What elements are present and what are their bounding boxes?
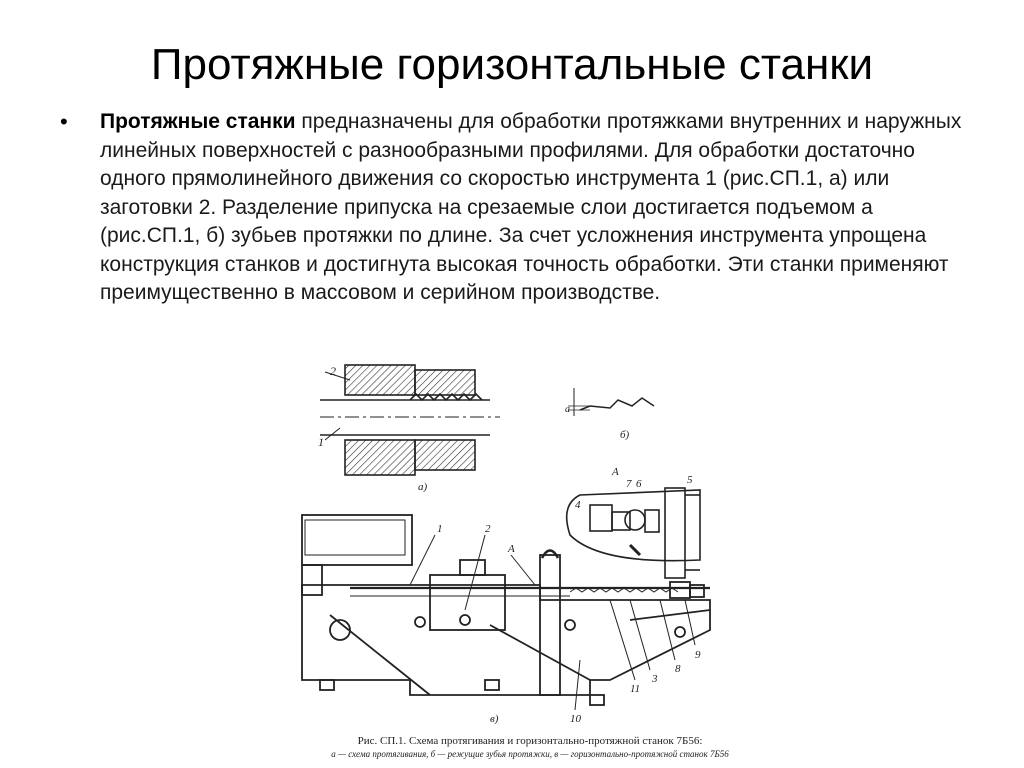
sublabel-b: б) — [620, 429, 630, 441]
callout-7: 7 — [626, 478, 632, 490]
callout-4: 4 — [575, 499, 581, 511]
technical-figure: 2 1 а) a б) А 7 6 5 4 — [290, 360, 750, 760]
callout-A-detail: А — [611, 466, 619, 478]
callout-9: 9 — [695, 649, 701, 661]
bullet-bold-lead: Протяжные станки — [100, 110, 296, 133]
callout-3: 3 — [651, 673, 658, 685]
callout-10: 10 — [570, 713, 582, 725]
broaching-machine-drawing: 2 1 а) a б) А 7 6 5 4 — [301, 364, 729, 759]
figure-caption-line1: Рис. СП.1. Схема протягивания и горизонт… — [358, 735, 703, 747]
bullet-paragraph: Протяжные станки предназначены для обраб… — [100, 108, 965, 308]
bullet-text: предназначены для обработки протяжками в… — [100, 110, 962, 304]
callout-5: 5 — [687, 474, 693, 486]
figure-b-cutting-teeth — [568, 388, 655, 416]
callout-6: 6 — [636, 478, 642, 490]
sublabel-v: в) — [490, 713, 499, 725]
callout-a-small: a — [565, 404, 570, 415]
callout-2-v: 2 — [485, 523, 491, 535]
figure-caption-line2: а — схема протягивания, б — режущие зубь… — [331, 749, 729, 759]
figure-v-machine — [301, 514, 711, 711]
slide-title: Протяжные горизонтальные станки — [150, 40, 874, 89]
sublabel-a: а) — [418, 481, 428, 493]
callout-1-v: 1 — [437, 523, 443, 535]
figure-v-detail-view — [565, 487, 701, 579]
callout-2-a: 2 — [330, 364, 336, 378]
figure-a-broaching-scheme — [320, 364, 500, 476]
callout-A-main: А — [507, 543, 515, 555]
bullet-marker: • — [60, 109, 68, 134]
callout-1-a: 1 — [318, 435, 324, 449]
callout-11: 11 — [630, 683, 640, 695]
callout-8: 8 — [675, 663, 681, 675]
